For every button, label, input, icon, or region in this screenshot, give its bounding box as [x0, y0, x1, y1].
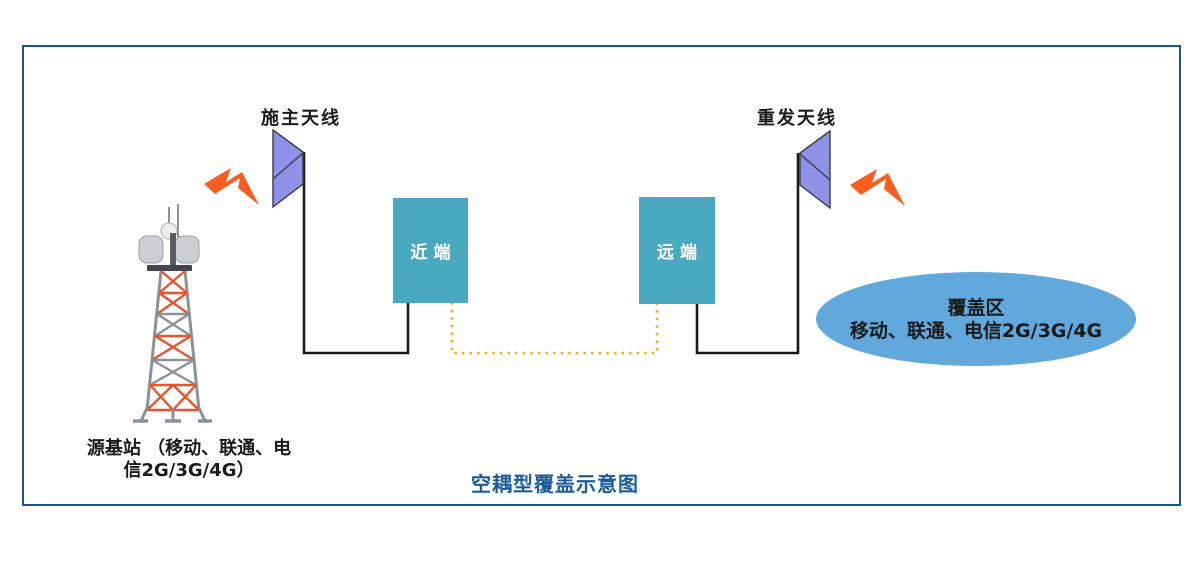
cable-left [302, 152, 410, 355]
repeater-panel-antenna-icon [799, 129, 831, 210]
source-station-label-line2: 信2G/3G/4G） [123, 460, 255, 481]
coupling-dotted-link [450, 302, 659, 355]
diagram-title: 空耦型覆盖示意图 [471, 472, 639, 496]
coverage-area-label-line1: 覆盖区 [947, 297, 1005, 319]
diagram-border [22, 45, 1181, 506]
donor-antenna-label: 施主天线 [261, 108, 341, 129]
lightning-bolt-icon-right [850, 169, 905, 206]
cable-right [695, 153, 800, 355]
far-end-unit-box: 远端 [639, 197, 715, 304]
source-station-label-line1: 源基站 （移动、联通、电 [86, 438, 292, 459]
lightning-bolt-icon-left [204, 168, 259, 205]
far-end-unit-label: 远端 [657, 243, 703, 263]
cell-tower-icon [133, 204, 212, 423]
near-end-unit-label: 近端 [410, 243, 457, 263]
coverage-area-label-line2: 移动、联通、电信2G/3G/4G [849, 320, 1103, 342]
near-end-unit-box: 近端 [393, 198, 468, 303]
donor-panel-antenna-icon [272, 128, 304, 209]
coverage-ellipse [816, 272, 1136, 366]
source-station-label: 源基站 （移动、联通、电 信2G/3G/4G） [64, 438, 314, 482]
repeater-antenna-label: 重发天线 [757, 108, 837, 129]
coverage-area-label: 覆盖区 移动、联通、电信2G/3G/4G [816, 297, 1136, 343]
